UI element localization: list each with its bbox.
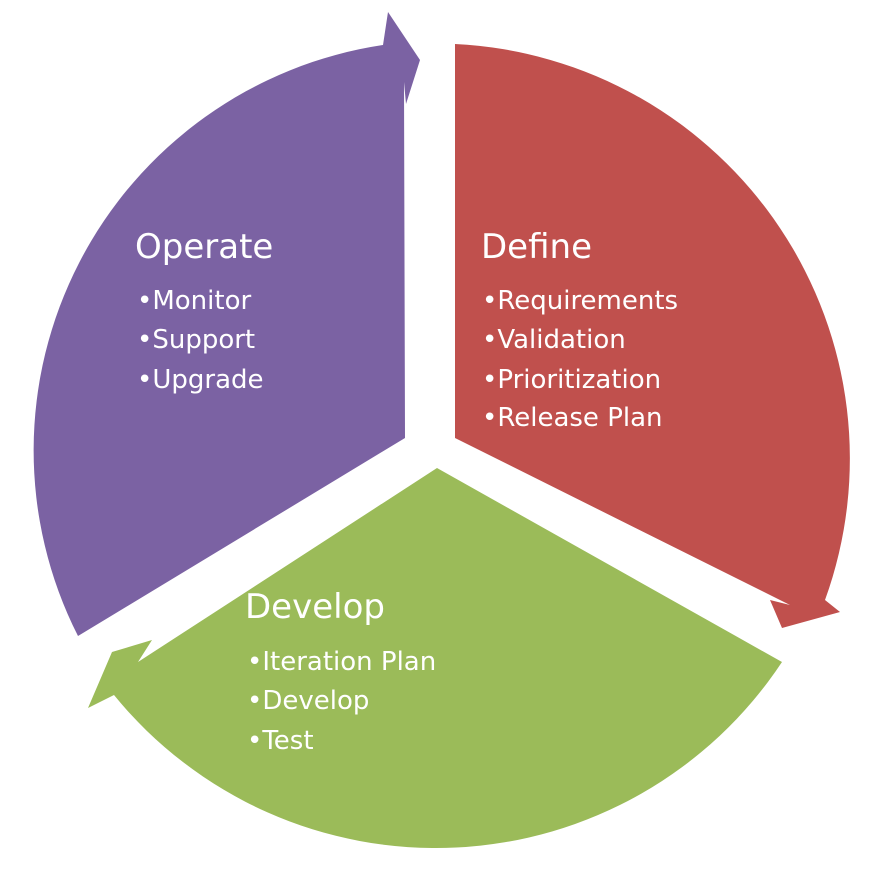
bullet-icon: •	[137, 286, 152, 316]
bullet-icon: •	[482, 286, 497, 316]
develop-segment	[88, 468, 782, 849]
define-text-block: Define •Requirements •Validation •Priori…	[481, 227, 678, 433]
develop-arc-shape	[88, 468, 782, 849]
operate-arc-shape	[33, 12, 421, 636]
develop-item-iteration-plan: •Iteration Plan	[247, 647, 436, 677]
define-item-requirements: •Requirements	[482, 286, 678, 316]
bullet-icon: •	[482, 403, 497, 433]
operate-text-block: Operate •Monitor •Support •Upgrade	[135, 227, 273, 395]
develop-item-test: •Test	[247, 726, 314, 756]
define-item-prioritization: •Prioritization	[482, 365, 661, 395]
bullet-icon: •	[247, 647, 262, 677]
bullet-icon: •	[482, 365, 497, 395]
operate-item-monitor: •Monitor	[137, 286, 251, 316]
operate-title: Operate	[135, 227, 273, 267]
bullet-icon: •	[247, 686, 262, 716]
bullet-icon: •	[247, 726, 262, 756]
define-arc-shape	[455, 44, 850, 628]
operate-item-support: •Support	[137, 325, 255, 355]
bullet-icon: •	[482, 325, 497, 355]
define-item-validation: •Validation	[482, 325, 626, 355]
bullet-icon: •	[137, 365, 152, 395]
operate-item-upgrade: •Upgrade	[137, 365, 264, 395]
define-title: Define	[481, 227, 592, 267]
define-item-release-plan: •Release Plan	[482, 403, 663, 433]
develop-item-develop: •Develop	[247, 686, 369, 716]
bullet-icon: •	[137, 325, 152, 355]
develop-title: Develop	[245, 587, 385, 627]
operate-segment	[33, 12, 421, 636]
define-segment	[455, 44, 850, 628]
develop-text-block: Develop •Iteration Plan •Develop •Test	[245, 587, 436, 756]
